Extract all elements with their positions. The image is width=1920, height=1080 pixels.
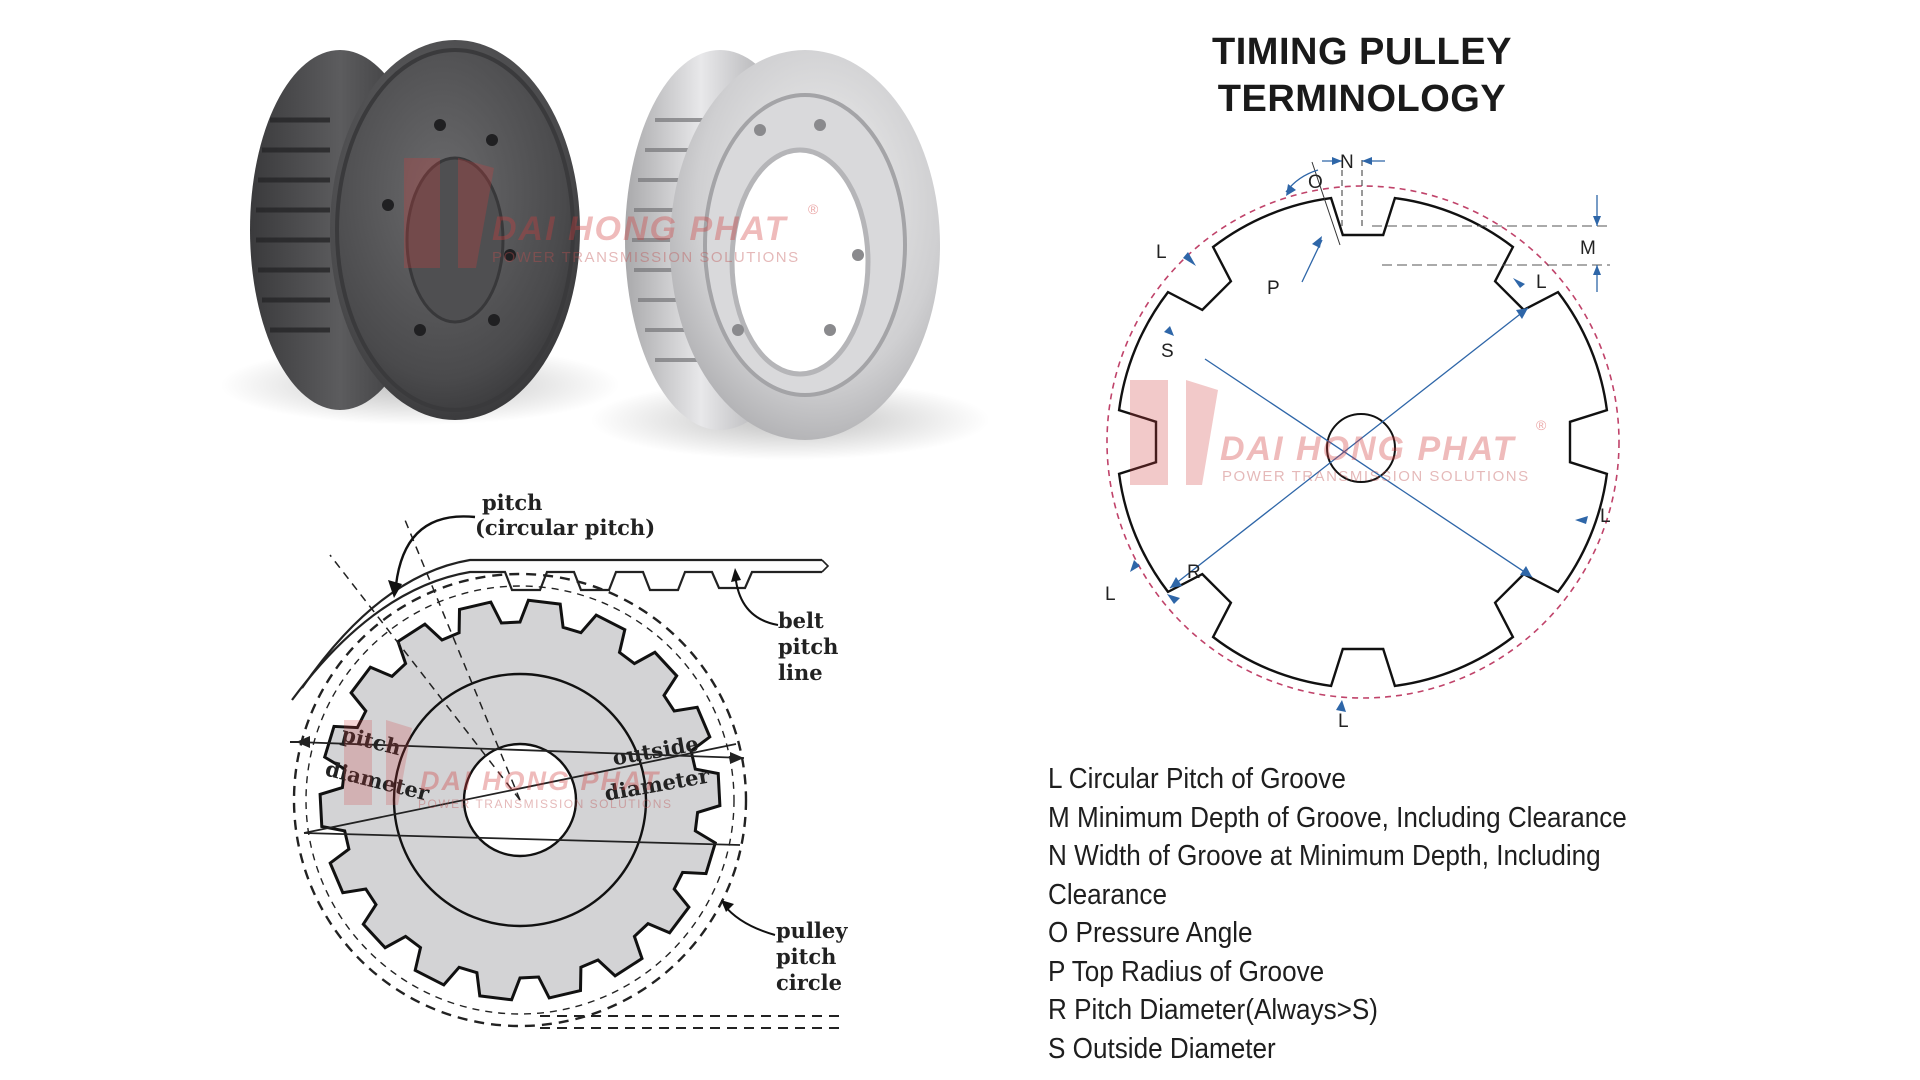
circular-pitch-label: (circular pitch) [475, 515, 655, 540]
watermark-logo-top: DAI HONG PHAT ® POWER TRANSMISSION SOLUT… [404, 158, 819, 268]
belt-pitch-line-label-2: pitch [778, 634, 838, 659]
watermark-brand-top: DAI HONG PHAT [492, 210, 789, 248]
belt-pulley-diagram: pitch (circular pitch) belt pitch line p… [290, 490, 848, 1029]
label-S: S [1161, 341, 1174, 362]
label-O: O [1308, 172, 1323, 193]
diagram-title-line-1: TIMING PULLEY [1212, 31, 1512, 73]
label-L-left: L [1105, 584, 1116, 605]
label-L-top-left: L [1156, 242, 1167, 263]
belt-strip [291, 558, 830, 701]
watermark-registered-top: ® [808, 201, 819, 217]
silver-pulley-image [590, 50, 990, 460]
watermark-brand-bottom: DAI HONG PHAT [420, 766, 661, 796]
label-M: M [1580, 238, 1596, 259]
hub-circle [392, 672, 648, 928]
legend-item-L: L Circular Pitch of Groove [1048, 763, 1346, 795]
label-L-bottom: L [1338, 711, 1349, 732]
legend-item-M: M Minimum Depth of Groove, Including Cle… [1048, 801, 1627, 834]
pulley-pitch-circle-label-3: circle [776, 970, 842, 995]
watermark-tagline-right: POWER TRANSMISSION SOLUTIONS [1222, 468, 1530, 485]
pulley-pitch-circle-label-1: pulley [776, 918, 848, 943]
diagram-title-line-2: TERMINOLOGY [1218, 78, 1506, 120]
label-P: P [1267, 278, 1280, 299]
legend-item-P: P Top Radius of Groove [1048, 955, 1325, 988]
label-N: N [1340, 152, 1354, 173]
belt-pitch-line-label-1: belt [778, 608, 824, 633]
legend-item-R: R Pitch Diameter(Always>S) [1048, 994, 1378, 1026]
watermark-registered-right: ® [1536, 417, 1547, 433]
label-L-top-right: L [1536, 272, 1547, 293]
legend-item-S: S Outside Diameter [1048, 1032, 1276, 1065]
dark-pulley-image [220, 40, 620, 425]
legend-item-O: O Pressure Angle [1048, 917, 1253, 949]
watermark-logo-right: DAI HONG PHAT ® POWER TRANSMISSION SOLUT… [1130, 380, 1547, 485]
pulley-pitch-circle-label-2: pitch [776, 944, 836, 969]
watermark-tagline-bottom: POWER TRANSMISSION SOLUTIONS [418, 797, 672, 811]
watermark-tagline-top: POWER TRANSMISSION SOLUTIONS [492, 249, 800, 266]
label-L-right: L [1600, 506, 1611, 527]
center-bore [1326, 413, 1396, 483]
pulley-pitch-circle-line [292, 572, 748, 1028]
pitch-label: pitch [482, 490, 542, 515]
terminology-diagram: TIMING PULLEY TERMINOLOGY [1105, 31, 1620, 732]
belt-pitch-line-label-3: line [778, 660, 823, 685]
watermark-logo-bottom: DAI HONG PHAT POWER TRANSMISSION SOLUTIO… [344, 720, 672, 811]
terminology-legend: L Circular Pitch of Groove M Minimum Dep… [1048, 760, 1708, 1068]
legend-item-N: N Width of Groove at Minimum Depth, Incl… [1048, 840, 1601, 911]
watermark-brand-right: DAI HONG PHAT [1220, 430, 1517, 468]
pulley-photos [220, 40, 990, 460]
pitch-circle-dashed [1106, 185, 1620, 699]
label-R: R [1187, 562, 1201, 583]
